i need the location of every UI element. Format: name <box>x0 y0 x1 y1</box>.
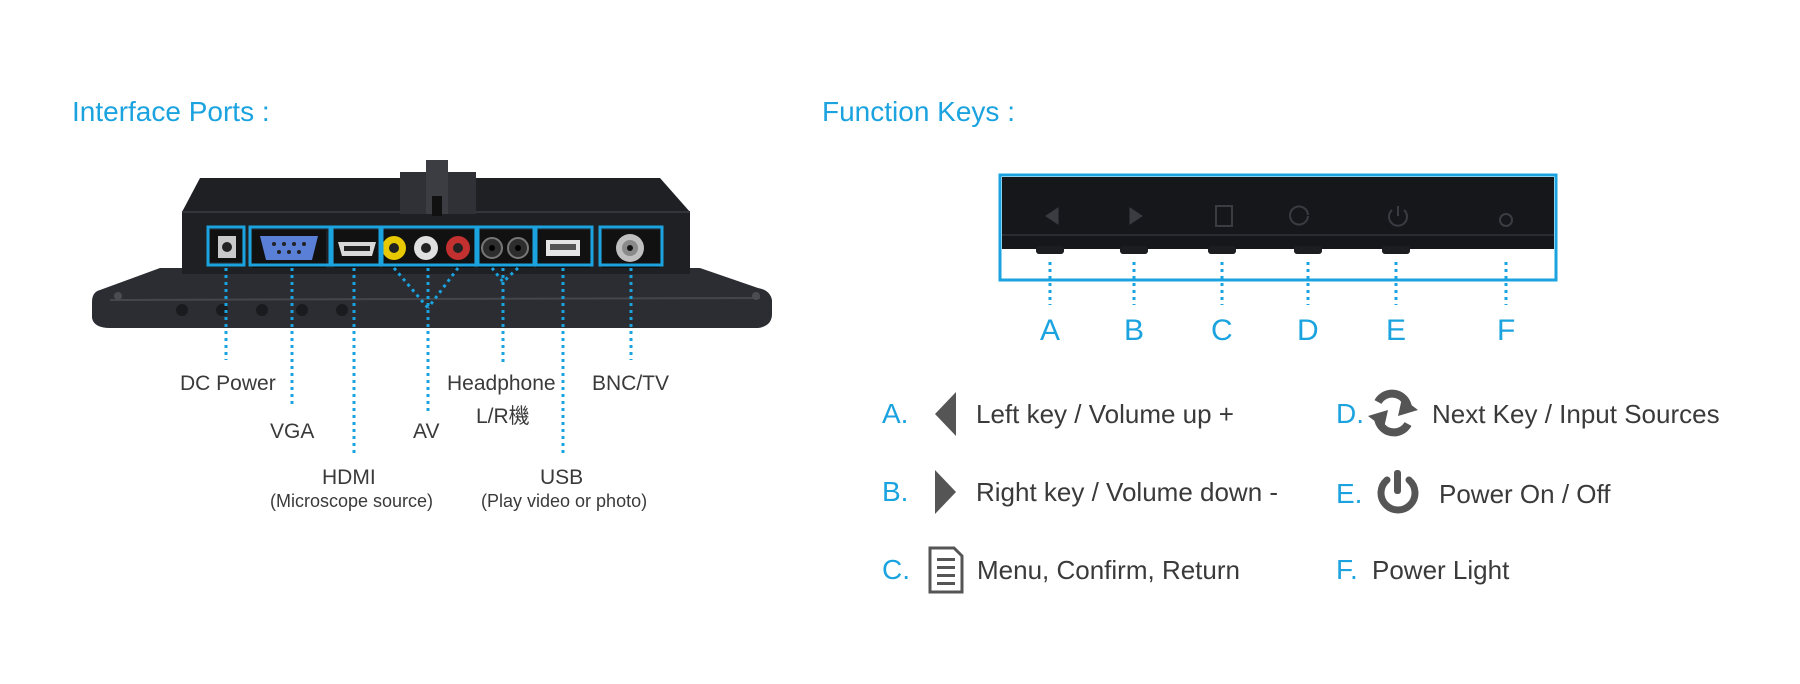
key-letter-b: B <box>1124 314 1145 347</box>
key-letter-f: F <box>1497 314 1516 347</box>
power-icon <box>1377 470 1419 514</box>
triangle-left-icon <box>935 392 956 436</box>
key-letter-d: D <box>1297 314 1319 347</box>
usb-label: USB <box>540 466 584 489</box>
headphone-label: Headphone <box>447 372 556 395</box>
key-letter-a: A <box>1040 314 1061 347</box>
legend-text-f: Power Light <box>1372 555 1510 585</box>
legend-letter-a: A. <box>882 398 909 429</box>
legend-letter-f: F. <box>1336 554 1358 585</box>
legend-text-c: Menu, Confirm, Return <box>977 555 1240 585</box>
legend-letter-d: D. <box>1336 398 1364 429</box>
legend-text-e: Power On / Off <box>1439 479 1611 509</box>
monitor-rear-image <box>92 160 772 328</box>
function-keys-heading: Function Keys : <box>822 96 1015 127</box>
legend-text-d: Next Key / Input Sources <box>1432 399 1720 429</box>
av-label: AV <box>413 420 440 443</box>
hdmi-sub-label: (Microscope source) <box>270 491 434 511</box>
legend-letter-e: E. <box>1336 478 1363 509</box>
vga-label: VGA <box>270 420 315 443</box>
function-key-panel <box>998 173 1558 282</box>
key-letter-c: C <box>1211 314 1233 347</box>
hdmi-label: HDMI <box>322 466 376 489</box>
bnc-tv-label: BNC/TV <box>592 372 670 395</box>
legend-text-a: Left key / Volume up + <box>976 399 1234 429</box>
key-leader-lines <box>1048 262 1508 305</box>
usb-sub-label: (Play video or photo) <box>481 491 648 511</box>
legend-text-b: Right key / Volume down - <box>976 477 1279 507</box>
dc-power-label: DC Power <box>180 372 276 395</box>
refresh-icon <box>1368 389 1418 437</box>
legend-letter-c: C. <box>882 554 910 585</box>
key-letter-e: E <box>1386 314 1407 347</box>
interface-ports-heading: Interface Ports : <box>72 96 270 127</box>
menu-document-icon <box>928 546 964 594</box>
port-leader-lines <box>224 266 633 455</box>
triangle-right-icon <box>935 470 956 514</box>
legend-letter-b: B. <box>882 476 909 507</box>
headphone-sub-label: L/R機 <box>476 405 530 428</box>
